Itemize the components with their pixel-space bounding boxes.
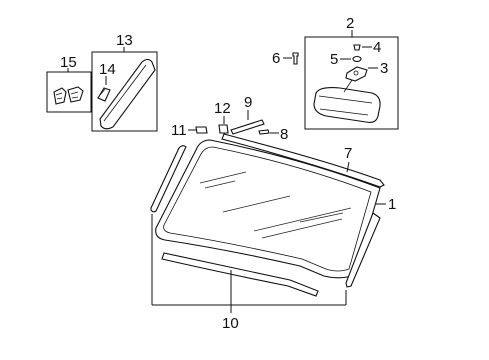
- left-side-molding-10: [150, 145, 187, 213]
- callout-15: 15: [60, 54, 77, 71]
- clip-12: [218, 124, 229, 134]
- callout-12: 12: [214, 100, 231, 117]
- screw-4: [353, 44, 361, 51]
- callout-8: 8: [280, 126, 288, 143]
- callout-4: 4: [373, 39, 381, 56]
- part-group-13: 13 14: [91, 32, 158, 132]
- callout-11: 11: [171, 122, 187, 139]
- part-group-9: 9: [230, 94, 265, 135]
- callout-bracket-10: [151, 214, 347, 313]
- box-15: [46, 71, 92, 113]
- windshield-1: 1: [155, 139, 396, 279]
- box-13: [91, 51, 158, 132]
- part-group-6: 6: [272, 50, 299, 67]
- right-side-molding-10: [345, 212, 381, 288]
- part-group-12: 12: [214, 100, 231, 134]
- part-group-11: 11: [171, 122, 208, 139]
- glass-reflection-lines: [199, 171, 352, 239]
- part-group-10: 10: [150, 145, 381, 332]
- washer-5: [352, 55, 362, 63]
- lower-molding-10: [161, 252, 319, 297]
- callout-9: 9: [244, 94, 252, 111]
- callout-5: 5: [330, 51, 338, 68]
- glass-outer: [155, 139, 381, 279]
- callout-3: 3: [380, 60, 388, 77]
- clip-part-15a: [53, 87, 67, 105]
- pillar-trim-13: [99, 58, 156, 130]
- callout-10: 10: [222, 315, 239, 332]
- callout-1: 1: [388, 196, 396, 213]
- part-group-15: 15: [46, 54, 92, 113]
- clip-8: [258, 129, 270, 135]
- callout-13: 13: [116, 32, 133, 49]
- leader-7: [346, 161, 350, 173]
- part-group-8: 8: [258, 126, 288, 143]
- callout-6: 6: [272, 50, 280, 67]
- upper-molding-7: [221, 133, 385, 188]
- clip-part-15b: [67, 86, 84, 103]
- part-group-7: 7: [221, 133, 385, 188]
- callout-14: 14: [99, 61, 116, 78]
- bolt-6: [292, 52, 299, 65]
- mirror-mount-3: [345, 66, 368, 82]
- clip-11: [195, 126, 208, 134]
- mirror: [313, 77, 381, 123]
- molding-9: [230, 119, 265, 135]
- clip-14: [97, 87, 111, 102]
- callout-7: 7: [344, 145, 352, 162]
- callout-2: 2: [346, 15, 354, 32]
- part-group-2: 2 3 5 4: [304, 15, 399, 130]
- glass-inner: [163, 146, 372, 272]
